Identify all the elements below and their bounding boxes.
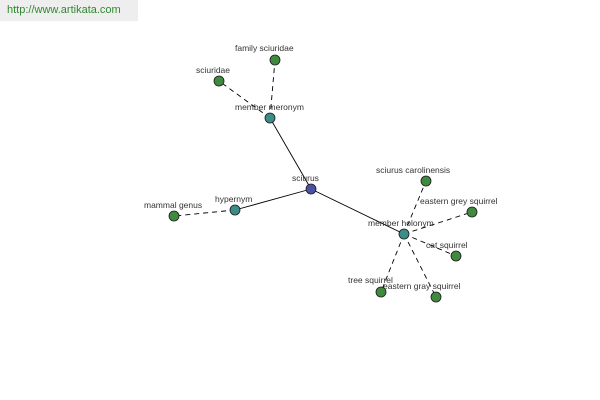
node-label-eastern-grey-squirrel: eastern grey squirrel <box>420 196 498 206</box>
node-label-member-holonym: member holonym <box>368 218 434 228</box>
edge-member-holonym-to-eastern-gray-squirrel <box>403 233 437 298</box>
node-eastern-grey-squirrel[interactable] <box>466 206 478 218</box>
node-hypernym[interactable] <box>229 204 241 216</box>
node-label-sciuridae: sciuridae <box>196 65 230 75</box>
node-member-holonym[interactable] <box>398 228 410 240</box>
edge-sciurus-to-hypernym <box>234 188 312 211</box>
edge-member-holonym-to-sciurus-carolinensis <box>403 180 427 235</box>
nodes-layer <box>168 54 478 303</box>
node-label-eastern-gray-squirrel: eastern gray squirrel <box>383 281 461 291</box>
edge-member-meronym-to-family-sciuridae <box>269 59 276 119</box>
node-label-mammal-genus: mammal genus <box>144 200 202 210</box>
edge-member-holonym-to-tree-squirrel <box>380 233 405 293</box>
node-label-sciurus-carolinensis: sciurus carolinensis <box>376 165 450 175</box>
edge-member-meronym-to-sciuridae <box>218 80 271 119</box>
edge-sciurus-to-member-holonym <box>310 188 405 235</box>
node-sciurus-carolinensis[interactable] <box>420 175 432 187</box>
node-label-cat-squirrel: cat squirrel <box>426 240 468 250</box>
node-cat-squirrel[interactable] <box>450 250 462 262</box>
node-label-tree-squirrel: tree squirrel <box>348 275 393 285</box>
node-label-sciurus: sciurus <box>292 173 319 183</box>
node-label-family-sciuridae: family sciuridae <box>235 43 294 53</box>
edge-member-holonym-to-eastern-grey-squirrel <box>403 211 473 235</box>
labels-layer: sciurus member meronym hypernym member holo… <box>144 43 498 291</box>
node-mammal-genus[interactable] <box>168 210 180 222</box>
node-member-meronym[interactable] <box>264 112 276 124</box>
node-sciuridae[interactable] <box>213 75 225 87</box>
node-family-sciuridae[interactable] <box>269 54 281 66</box>
edge-sciurus-to-member-meronym <box>269 117 312 190</box>
site-url-banner[interactable]: http://www.artikata.com <box>0 0 138 21</box>
node-sciurus[interactable] <box>305 183 317 195</box>
node-tree-squirrel[interactable] <box>375 286 387 298</box>
node-eastern-gray-squirrel[interactable] <box>430 291 442 303</box>
edges-layer <box>173 59 473 298</box>
node-label-member-meronym: member meronym <box>235 102 304 112</box>
edge-hypernym-to-mammal-genus <box>173 209 236 217</box>
node-label-hypernym: hypernym <box>215 194 252 204</box>
edge-member-holonym-to-cat-squirrel <box>403 233 457 257</box>
